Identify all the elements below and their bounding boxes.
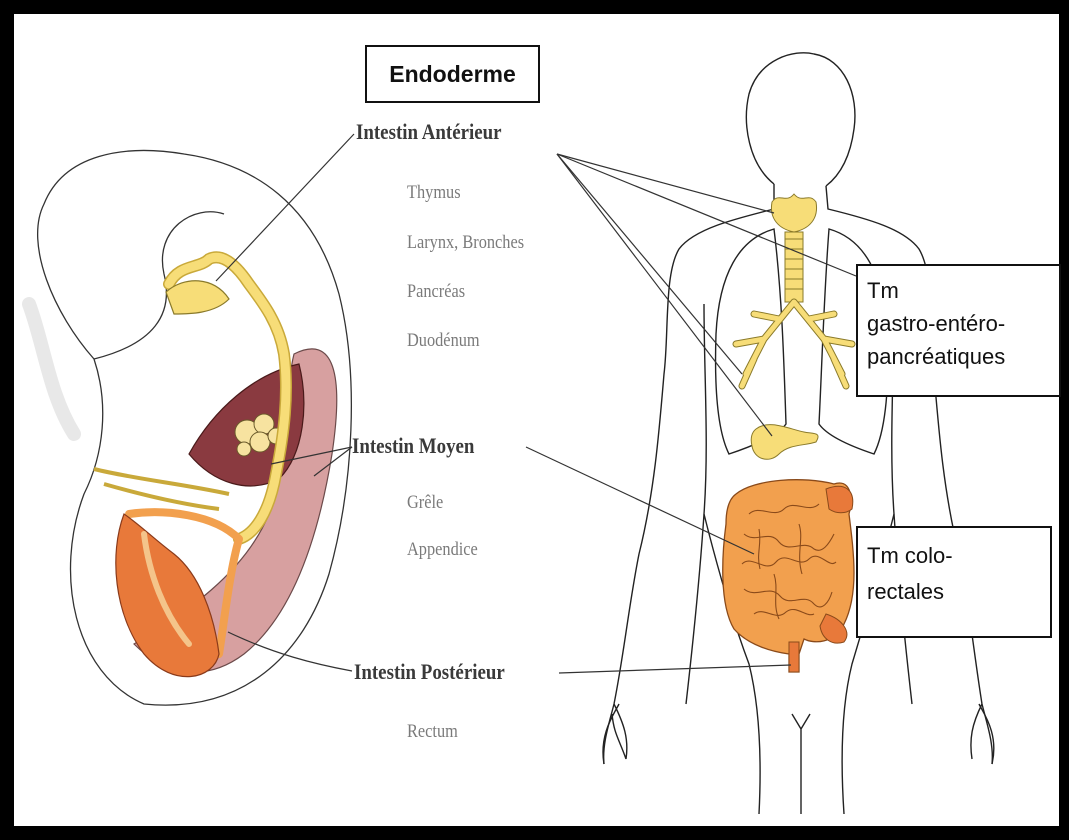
- item-duodenum: Duodénum: [407, 330, 480, 352]
- item-pancreas: Pancréas: [407, 281, 465, 303]
- heading-intestin-posterieur: Intestin Postérieur: [354, 659, 505, 685]
- tumor-box-colo: Tm colo- rectales: [856, 526, 1052, 638]
- embryo-umbilical: [94, 469, 229, 509]
- illustration: [14, 14, 1059, 826]
- item-rectum: Rectum: [407, 721, 458, 743]
- human-bronchi: [736, 302, 852, 386]
- tumor-box-colo-line1: Tm colo-: [867, 538, 1050, 574]
- human-pancreas: [751, 425, 818, 460]
- heading-intestin-anterieur: Intestin Antérieur: [356, 119, 502, 145]
- heading-intestin-moyen: Intestin Moyen: [352, 433, 474, 459]
- tumor-box-gastro-line3: pancréatiques: [867, 340, 1059, 373]
- item-appendice: Appendice: [407, 539, 478, 561]
- item-thymus: Thymus: [407, 182, 461, 204]
- item-larynx-bronches: Larynx, Bronches: [407, 232, 524, 254]
- tumor-box-gastro-line1: Tm: [867, 274, 1059, 307]
- human-thyroid-trachea: [771, 194, 816, 302]
- diagram-canvas: Endoderme Intestin Antérieur Thymus Lary…: [14, 14, 1059, 826]
- human-rectum: [789, 642, 799, 672]
- tumor-box-colo-line2: rectales: [867, 574, 1050, 610]
- title-box: Endoderme: [365, 45, 540, 103]
- item-grele: Grêle: [407, 492, 443, 514]
- tumor-box-gastro: Tm gastro-entéro- pancréatiques: [856, 264, 1061, 397]
- embryo-pharynx: [166, 281, 229, 314]
- tumor-box-gastro-line2: gastro-entéro-: [867, 307, 1059, 340]
- embryo-hindgut: [116, 514, 219, 677]
